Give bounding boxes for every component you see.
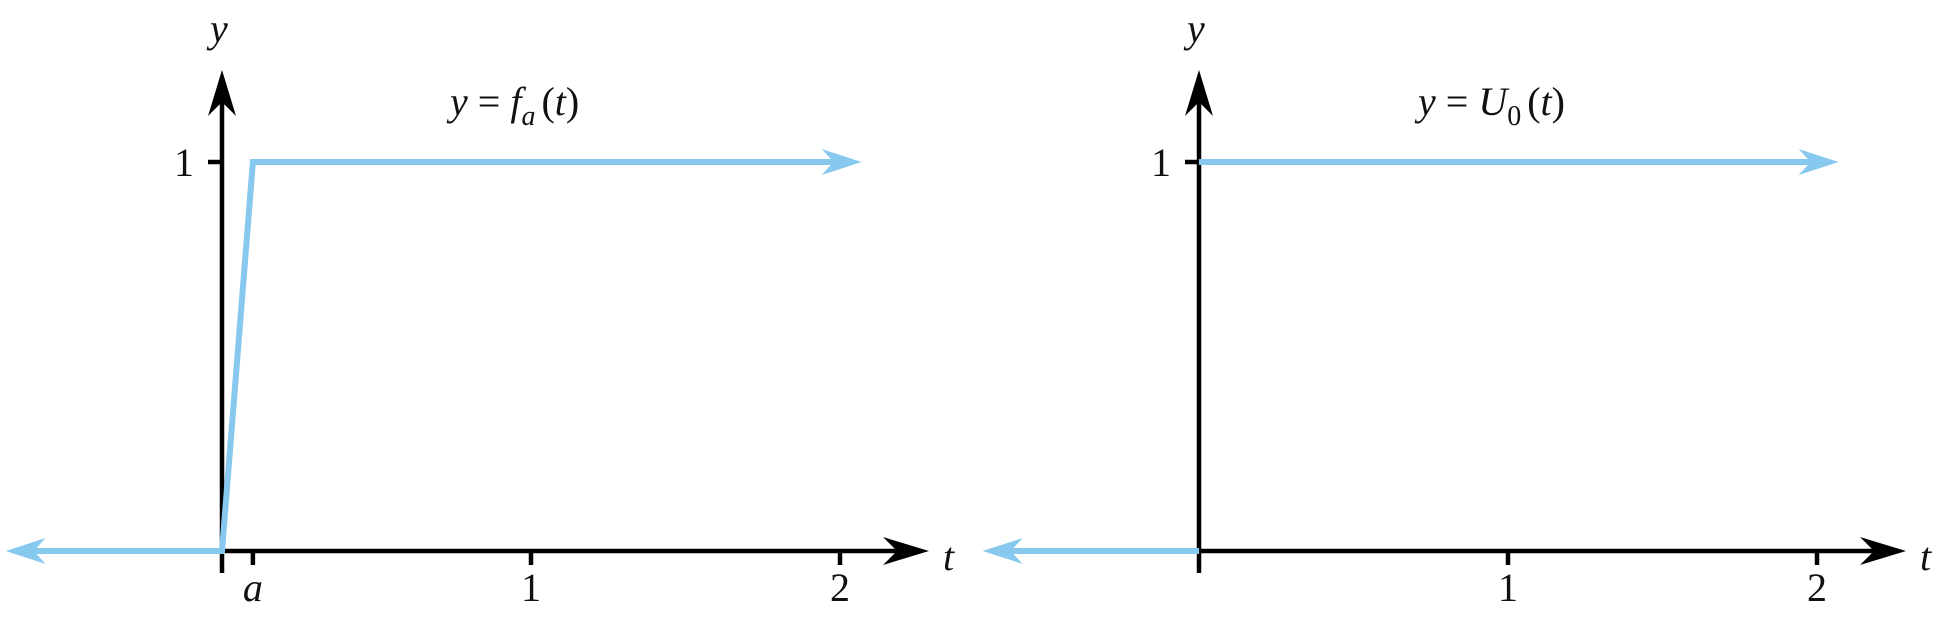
equation-subscript: 0 <box>1507 101 1521 132</box>
y-axis-arrow <box>208 70 236 116</box>
series-arrow-start <box>5 538 46 564</box>
series-arrow-end <box>821 149 862 175</box>
y-tick-label: 1 <box>174 140 194 185</box>
x-axis-label: t <box>1920 534 1932 579</box>
x-tick-label: 1 <box>521 565 541 610</box>
x-tick-label: 2 <box>830 565 850 610</box>
y-axis-arrow <box>1185 70 1213 116</box>
equation-part: U <box>1478 79 1510 124</box>
curve-equation-label: y = U0(t) <box>1414 79 1565 132</box>
x-axis-arrow <box>1860 537 1906 565</box>
curve-equation-label: y = fa(t) <box>446 79 579 132</box>
equation-part: y <box>446 79 468 124</box>
series-line <box>33 159 834 554</box>
equation-part: ( <box>1527 79 1540 124</box>
equation-part: = <box>468 79 511 124</box>
equation-part: y <box>1414 79 1436 124</box>
equation-part: ( <box>541 79 554 124</box>
y-axis-label: y <box>206 6 228 51</box>
y-tick-label: 1 <box>1151 140 1171 185</box>
series-arrow-start <box>982 538 1023 564</box>
x-axis-arrow <box>883 537 929 565</box>
x-tick-label: a <box>243 565 263 610</box>
equation-part: ) <box>566 79 579 124</box>
x-tick-label: 1 <box>1498 565 1518 610</box>
x-tick-label: 2 <box>1807 565 1827 610</box>
chart-step-fa: t y a 1 2 1 y = fa(t) <box>5 6 955 610</box>
equation-part: ) <box>1552 79 1565 124</box>
x-axis-label: t <box>943 534 955 579</box>
equation-part: = <box>1436 79 1479 124</box>
equation-part: t <box>555 79 567 124</box>
equation-part: t <box>1541 79 1553 124</box>
equation-subscript: a <box>521 101 535 132</box>
series-arrow-end <box>1798 149 1839 175</box>
y-axis-label: y <box>1183 6 1205 51</box>
